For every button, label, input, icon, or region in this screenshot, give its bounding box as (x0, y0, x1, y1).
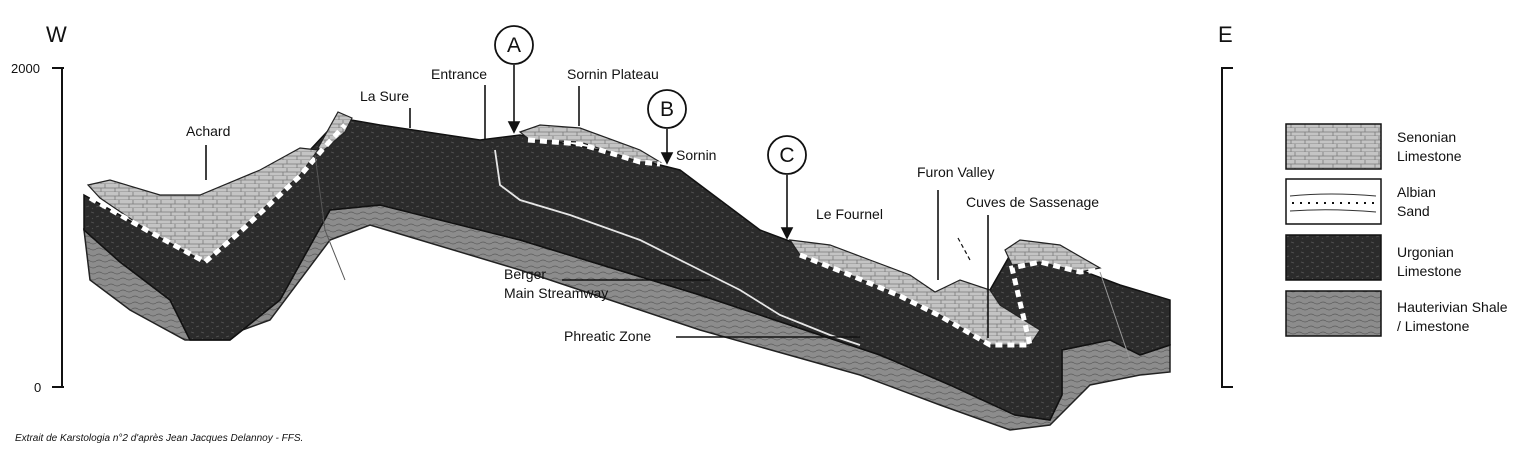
legend-3-line1: Urgonian (1397, 244, 1454, 260)
arrow-b-head (660, 152, 674, 165)
legend-2-line1: Albian (1397, 184, 1436, 200)
marker-b-label: B (660, 98, 674, 121)
credit-text: Extrait de Karstologia n°2 d'après Jean … (15, 433, 303, 444)
fault-line-1 (314, 154, 346, 281)
legend-1-line2: Limestone (1397, 148, 1462, 164)
legend-swatch-urgonian (1285, 234, 1382, 281)
legend-4-line2: / Limestone (1397, 318, 1470, 334)
label-le-fournel: Le Fournel (816, 206, 883, 222)
berger-streamway (494, 149, 861, 346)
label-berger-2: Main Streamway (504, 285, 608, 301)
scale-bottom-label: 0 (34, 380, 41, 395)
legend-swatch-hauterivian (1285, 290, 1382, 337)
senonian-fournel (788, 239, 1041, 346)
arrow-a-head (507, 121, 521, 134)
east-label: E (1218, 22, 1233, 47)
label-entrance: Entrance (431, 66, 487, 82)
legend-swatch-senonian (1285, 123, 1382, 170)
fault-line-3 (1099, 271, 1131, 361)
left-scale-bar (52, 67, 64, 388)
legend-albian-lines (1289, 193, 1377, 213)
marker-c-label: C (779, 144, 794, 167)
label-cuves: Cuves de Sassenage (966, 194, 1099, 210)
arrows (507, 65, 794, 240)
marker-b-circle (647, 89, 687, 129)
label-sornin: Sornin (676, 147, 716, 163)
legend-1-line1: Senonian (1397, 129, 1456, 145)
right-scale-bar (1221, 67, 1233, 388)
marker-a-label: A (507, 34, 521, 57)
fault-line-2 (957, 237, 971, 261)
label-furon-valley: Furon Valley (917, 164, 995, 180)
label-sornin-plateau: Sornin Plateau (567, 66, 659, 82)
legend-4-line1: Hauterivian Shale (1397, 299, 1508, 315)
legend-3-line2: Limestone (1397, 263, 1462, 279)
west-label: W (46, 22, 67, 47)
label-phreatic: Phreatic Zone (564, 328, 651, 344)
marker-c-circle (767, 135, 807, 175)
leader-lines (205, 85, 989, 338)
urgonian-layer (83, 117, 1171, 421)
arrow-c-head (780, 227, 794, 240)
legend-swatch-albian (1285, 178, 1382, 225)
label-la-sure: La Sure (360, 88, 409, 104)
albian-band-sornin (527, 137, 661, 167)
label-achard: Achard (186, 123, 230, 139)
legend-2-line2: Sand (1397, 203, 1430, 219)
albian-band-east (799, 252, 1101, 348)
scale-top-label: 2000 (11, 61, 40, 76)
albian-band-west (88, 123, 347, 266)
legend: Senonian Limestone Albian Sand Urgonian … (1285, 123, 1508, 337)
marker-a-circle (494, 25, 534, 65)
senonian-achard (86, 147, 320, 263)
label-berger-1: Berger (504, 266, 546, 282)
